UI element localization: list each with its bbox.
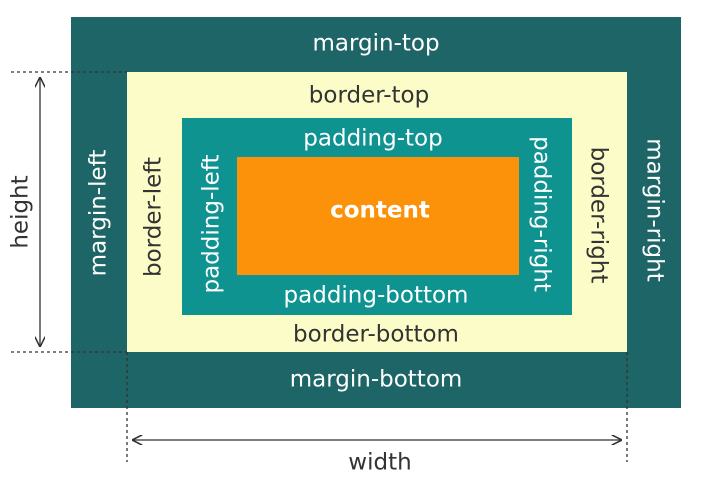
padding-bottom-label: padding-bottom [283,282,469,309]
margin-bottom-label: margin-bottom [289,366,463,393]
content-area [237,157,519,275]
margin-top-label: margin-top [312,30,440,57]
content-label: content [330,197,430,224]
padding-top-label: padding-top [303,125,443,152]
height-label: height [7,175,34,249]
width-dimension [126,352,628,462]
border-bottom-label: border-bottom [293,321,459,348]
height-dimension [11,71,127,353]
width-label: width [348,449,412,476]
border-top-label: border-top [308,82,430,109]
